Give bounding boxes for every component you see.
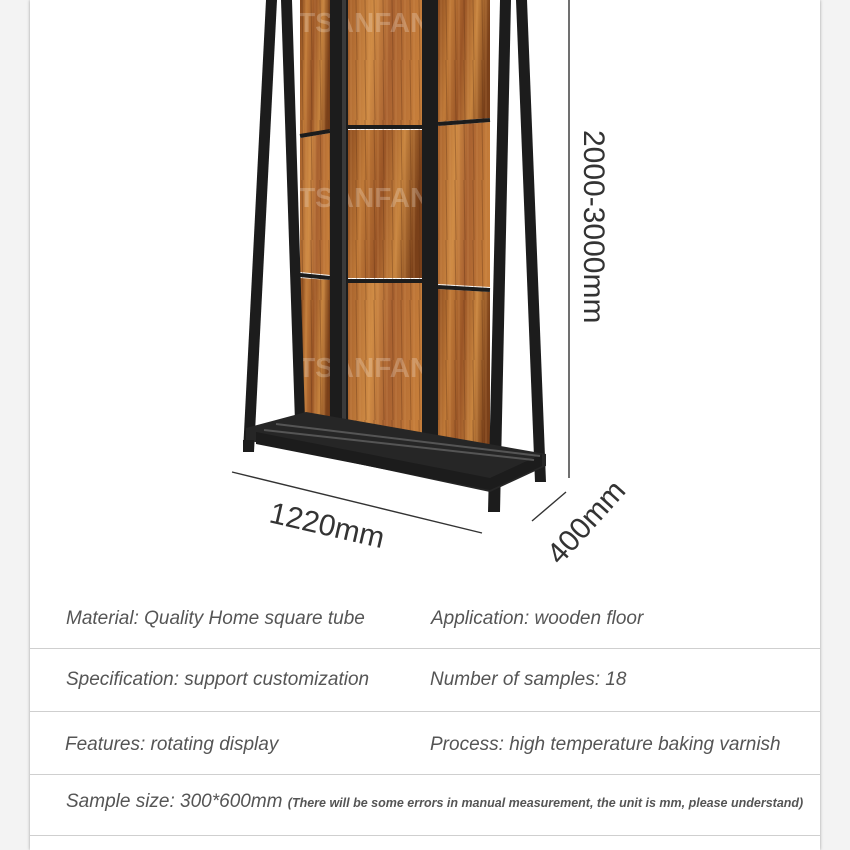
spec-row: Sample size: 300*600mm (There will be so… <box>30 775 820 836</box>
spec-row: Features: rotating display Process: high… <box>30 712 820 775</box>
spec-material: Material: Quality Home square tube <box>66 608 365 629</box>
spec-application: Application: wooden floor <box>431 608 644 629</box>
svg-text:TSANFAN: TSANFAN <box>298 182 430 213</box>
spec-features: Features: rotating display <box>65 734 279 755</box>
svg-text:TSANFAN: TSANFAN <box>298 7 430 38</box>
steel-frame <box>243 0 546 512</box>
spec-row: Material: Quality Home square tube Appli… <box>30 590 820 649</box>
measurement-note: (There will be some errors in manual mea… <box>287 796 804 810</box>
sample-size-label: Sample size: 300*600mm <box>66 791 283 812</box>
product-diagram: TSANFAN TSANFAN TSANFAN <box>231 0 632 571</box>
spec-specification: Specification: support customization <box>66 669 370 690</box>
spec-process: Process: high temperature baking varnish <box>430 734 781 755</box>
brand-logo-watermark: TSANFAN TSANFAN TSANFAN <box>298 7 430 383</box>
spec-sample-count: Number of samples: 18 <box>430 669 627 690</box>
svg-text:TSANFAN: TSANFAN <box>298 352 430 383</box>
spec-sample-size: Sample size: 300*600mm (There will be so… <box>66 791 803 813</box>
depth-dimension-label: 400mm <box>541 474 632 570</box>
height-dimension-label: 2000-3000mm <box>577 130 610 323</box>
product-card: TSANFAN TSANFAN TSANFAN <box>30 0 820 850</box>
wood-panels <box>299 0 491 458</box>
spec-row: Specification: support customization Num… <box>30 649 820 712</box>
dimension-lines <box>231 0 570 534</box>
